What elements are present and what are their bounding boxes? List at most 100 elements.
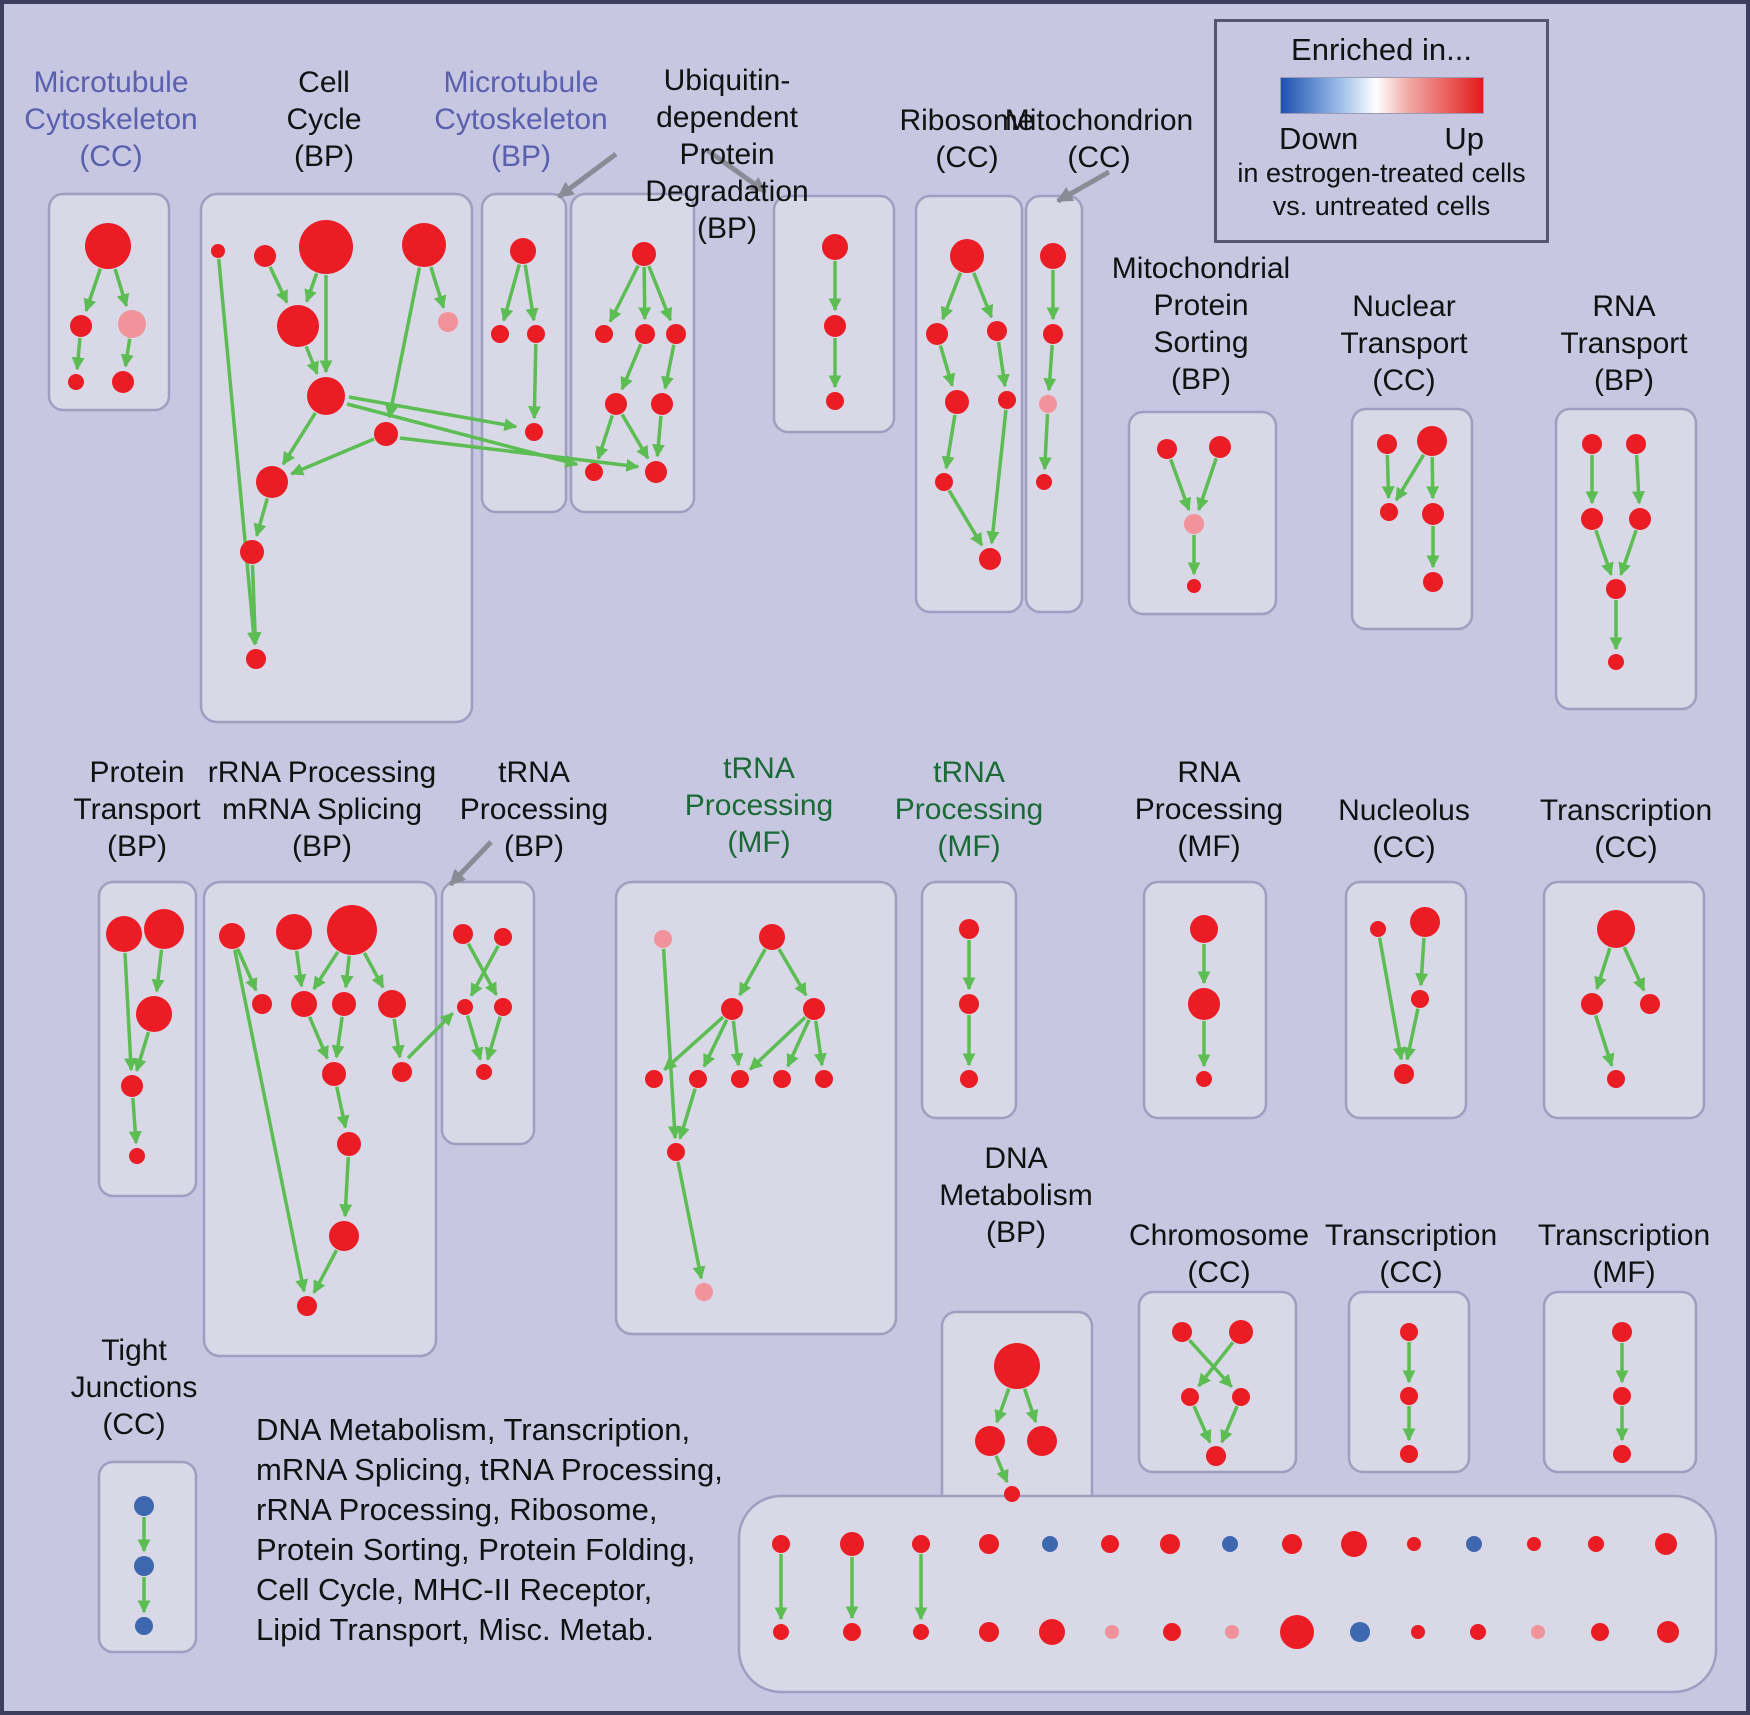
gene-node [491,325,509,343]
edge [557,151,618,199]
cluster-box-trna-processing-bp [440,880,536,1146]
gene-node [1172,1322,1192,1342]
edge [307,1016,329,1060]
gene-node [1527,1537,1541,1551]
category-list-line: Lipid Transport, Misc. Metab. [256,1612,654,1647]
edge [339,1156,353,1218]
cluster-box-chromosome-cc [1137,1290,1298,1474]
gene-node [121,1075,143,1097]
gene-node [276,914,312,950]
gene-node [651,393,673,415]
gene-node [1181,1388,1199,1406]
gene-node [494,998,512,1016]
cluster-box-nucleolus-cc [1344,880,1468,1120]
gene-node [913,1624,929,1640]
cluster-box-cell-cycle-bp [199,192,474,724]
edge [304,345,319,375]
cluster-box-dna-metabolism-bp [940,1310,1094,1512]
edge [595,414,614,460]
edge [986,409,1008,545]
edge [730,1020,744,1067]
gene-node [1042,1536,1058,1552]
gene-node [1394,1064,1414,1084]
gene-node [297,1296,317,1316]
legend: Enriched in... Down Up in estrogen-treat… [1214,19,1549,243]
edge [293,950,307,988]
edge [429,266,447,309]
gene-node [453,924,473,944]
gene-node [1597,910,1635,948]
gene-node [277,305,319,347]
gene-node [975,1426,1005,1456]
edge [1632,454,1646,505]
gene-node [1588,1536,1604,1552]
edge [128,1097,142,1145]
gene-node [291,991,317,1017]
gene-node [402,223,446,267]
edge [1594,529,1614,577]
edge [465,1015,484,1061]
edge [1056,169,1111,204]
gene-node [1101,1535,1119,1553]
gene-node [826,392,844,410]
gene-node [254,245,276,267]
gene-node [1232,1388,1250,1406]
gene-node [1581,508,1603,530]
gene-node [840,1532,864,1556]
edge [738,948,767,997]
category-list-line: Protein Sorting, Protein Folding, [256,1532,696,1567]
gene-node [1380,503,1398,521]
label-ribosome-cc: Ribosome(CC) [899,104,1035,174]
gene-node [1105,1625,1119,1639]
gene-node [689,1070,707,1088]
gene-node [1157,439,1177,459]
gene-node [322,1062,346,1086]
label-transcription-cc-2: Transcription(CC) [1324,1219,1498,1289]
edge [331,1016,345,1059]
edge [1169,458,1192,512]
edge [651,415,665,458]
gene-node [695,1283,713,1301]
gene-node [994,1343,1040,1389]
label-mitochondrion-cc: Mitochondrion(CC) [1004,104,1194,174]
gene-node [759,924,785,950]
gene-node [1184,514,1204,534]
gene-node [70,315,92,337]
edge [385,267,422,419]
edge [151,949,165,993]
gene-node [1039,1619,1065,1645]
cluster-box-transcription-cc-1 [1542,880,1706,1120]
gene-node [85,223,131,269]
edge [994,1387,1011,1424]
gene-node [803,998,825,1020]
gene-node [1411,1625,1425,1639]
gene-node [959,919,979,939]
gene-node [1004,1486,1020,1502]
category-list-line: DNA Metabolism, Transcription, [256,1412,691,1447]
edge [523,264,539,322]
gene-node [525,423,543,441]
network-svg [47,147,1718,1694]
gene-node [118,310,146,338]
edge [661,948,681,1140]
gene-node [337,1132,361,1156]
gene-node [1606,579,1626,599]
gene-node [950,239,984,273]
gene-node [1466,1536,1482,1552]
gene-node [1341,1531,1367,1557]
gene-node [457,999,473,1015]
gene-node [327,905,377,955]
label-chromosome-cc: Chromosome(CC) [1128,1219,1310,1289]
edge [705,147,767,194]
gene-node [1043,324,1063,344]
gene-node [1040,243,1066,269]
gene-node [1657,1621,1679,1643]
gene-node [1027,1426,1057,1456]
cluster-box-microtubule-cytoskeleton-bp [480,192,568,514]
edge [236,948,258,992]
